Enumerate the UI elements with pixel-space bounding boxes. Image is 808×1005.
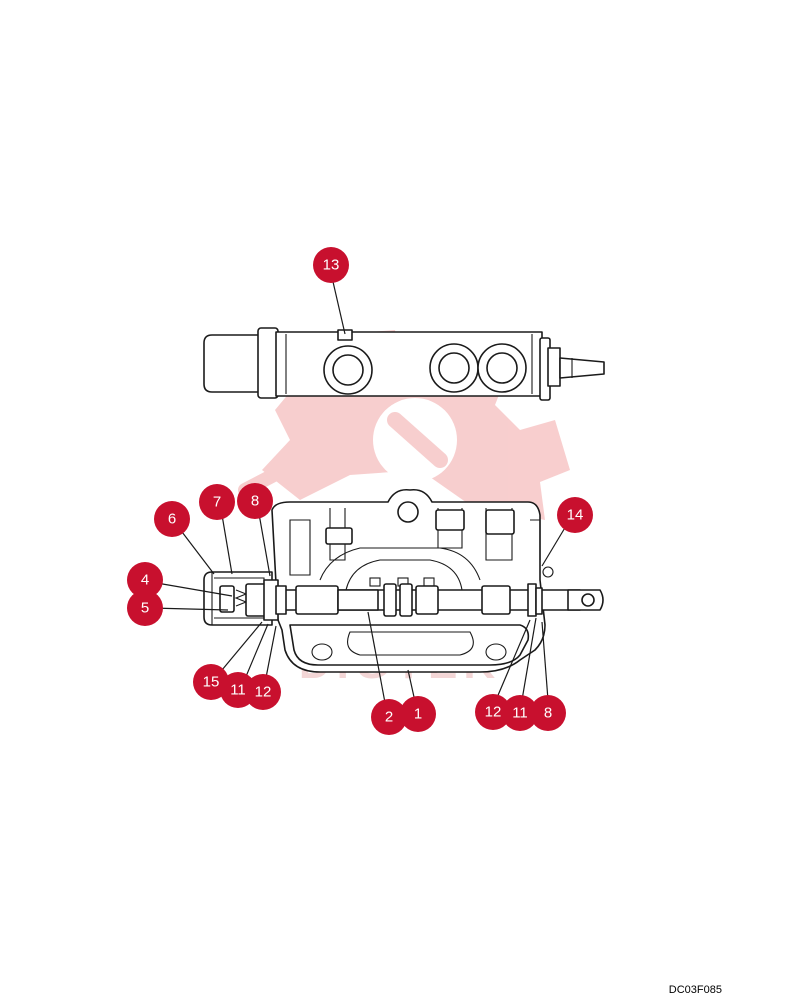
callout-13: 13 — [313, 247, 349, 283]
svg-text:4: 4 — [141, 572, 149, 589]
callout-7: 7 — [199, 484, 235, 520]
svg-text:11: 11 — [512, 705, 528, 722]
callout-8-top: 8 — [237, 483, 273, 519]
callout-15: 15 — [193, 664, 229, 700]
svg-text:14: 14 — [567, 507, 584, 524]
callout-11-right: 11 — [502, 695, 538, 731]
svg-text:8: 8 — [544, 705, 552, 722]
callout-12-left: 12 — [245, 674, 281, 710]
svg-text:6: 6 — [168, 511, 176, 528]
svg-text:8: 8 — [251, 493, 259, 510]
callout-8-bottom: 8 — [530, 695, 566, 731]
svg-text:1: 1 — [414, 706, 422, 723]
svg-text:5: 5 — [141, 600, 149, 617]
svg-text:11: 11 — [230, 682, 246, 699]
valve-top-view — [203, 327, 605, 401]
leader-lines — [150, 272, 567, 709]
callout-5: 5 — [127, 590, 163, 626]
svg-text:2: 2 — [385, 709, 393, 726]
svg-text:12: 12 — [485, 704, 502, 721]
valve-section-view — [203, 488, 604, 673]
drawing-code: DC03F085 — [668, 984, 722, 996]
callout-6: 6 — [154, 501, 190, 537]
callout-12-right: 12 — [475, 694, 511, 730]
callout-2: 2 — [371, 699, 407, 735]
svg-text:13: 13 — [323, 257, 340, 274]
svg-text:12: 12 — [255, 684, 272, 701]
svg-text:15: 15 — [203, 674, 220, 691]
callout-1: 1 — [400, 696, 436, 732]
callout-14: 14 — [557, 497, 593, 533]
svg-text:7: 7 — [213, 494, 221, 511]
callout-4: 4 — [127, 562, 163, 598]
